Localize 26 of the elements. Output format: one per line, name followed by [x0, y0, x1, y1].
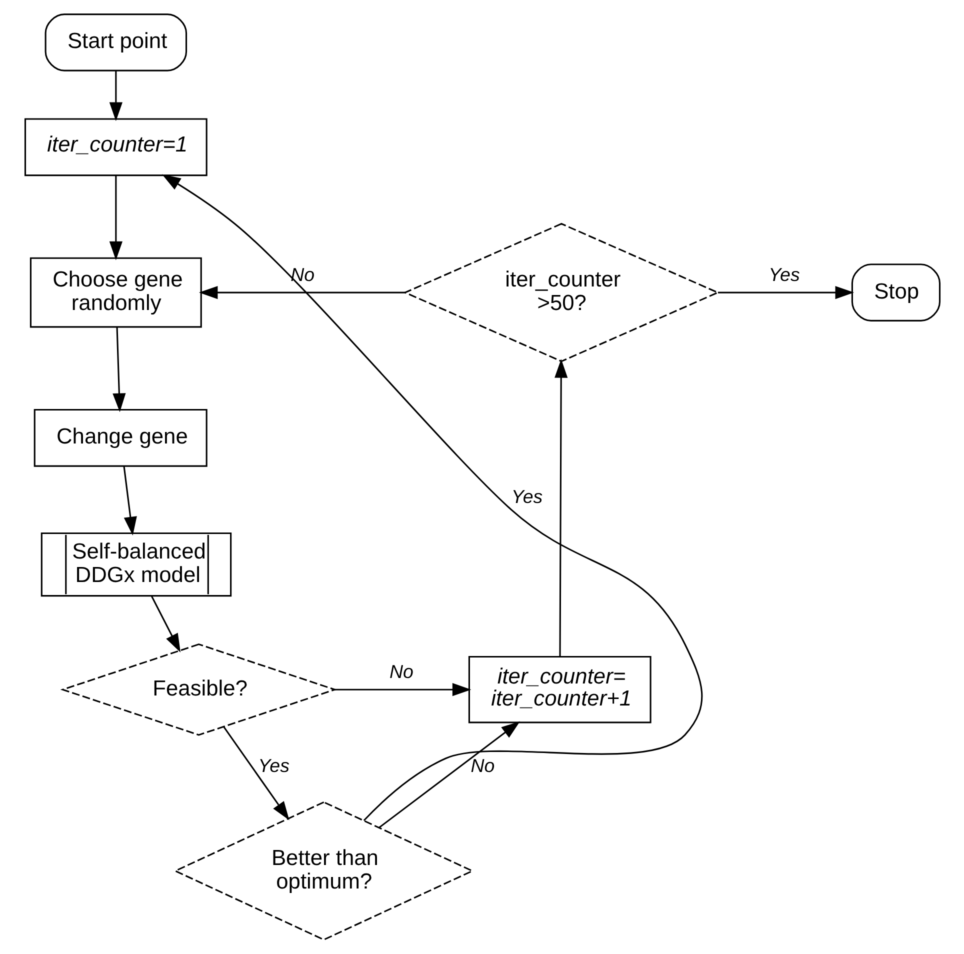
arrow [378, 721, 520, 828]
arrow [122, 466, 136, 536]
arrow [150, 596, 180, 652]
arrow [554, 359, 568, 656]
node-diamond: iter_counter >50? [402, 222, 720, 362]
node-box: Choose gene randomly [29, 257, 202, 328]
edge-label: Yes [768, 264, 800, 285]
edge-label: Yes [510, 486, 542, 507]
node-diamond: Feasible? [60, 643, 337, 736]
arrow [108, 175, 122, 260]
node-box: iter_counter= iter_counter+1 [468, 656, 651, 724]
arrow [717, 286, 854, 300]
arrow [198, 286, 405, 300]
node-box: Change gene [33, 409, 207, 467]
node-box: iter_counter=1 [24, 118, 207, 176]
arrow [334, 683, 471, 696]
arrow [112, 327, 126, 412]
edge-label: No [388, 661, 413, 682]
arrow [222, 726, 289, 820]
edge-label: No [290, 264, 314, 285]
edge-label: Yes [258, 754, 289, 776]
edge-label: No [470, 754, 494, 776]
node-box: Start point [44, 14, 187, 72]
node-box: Stop [850, 264, 940, 322]
arrow [161, 174, 702, 822]
arrow [108, 70, 122, 122]
